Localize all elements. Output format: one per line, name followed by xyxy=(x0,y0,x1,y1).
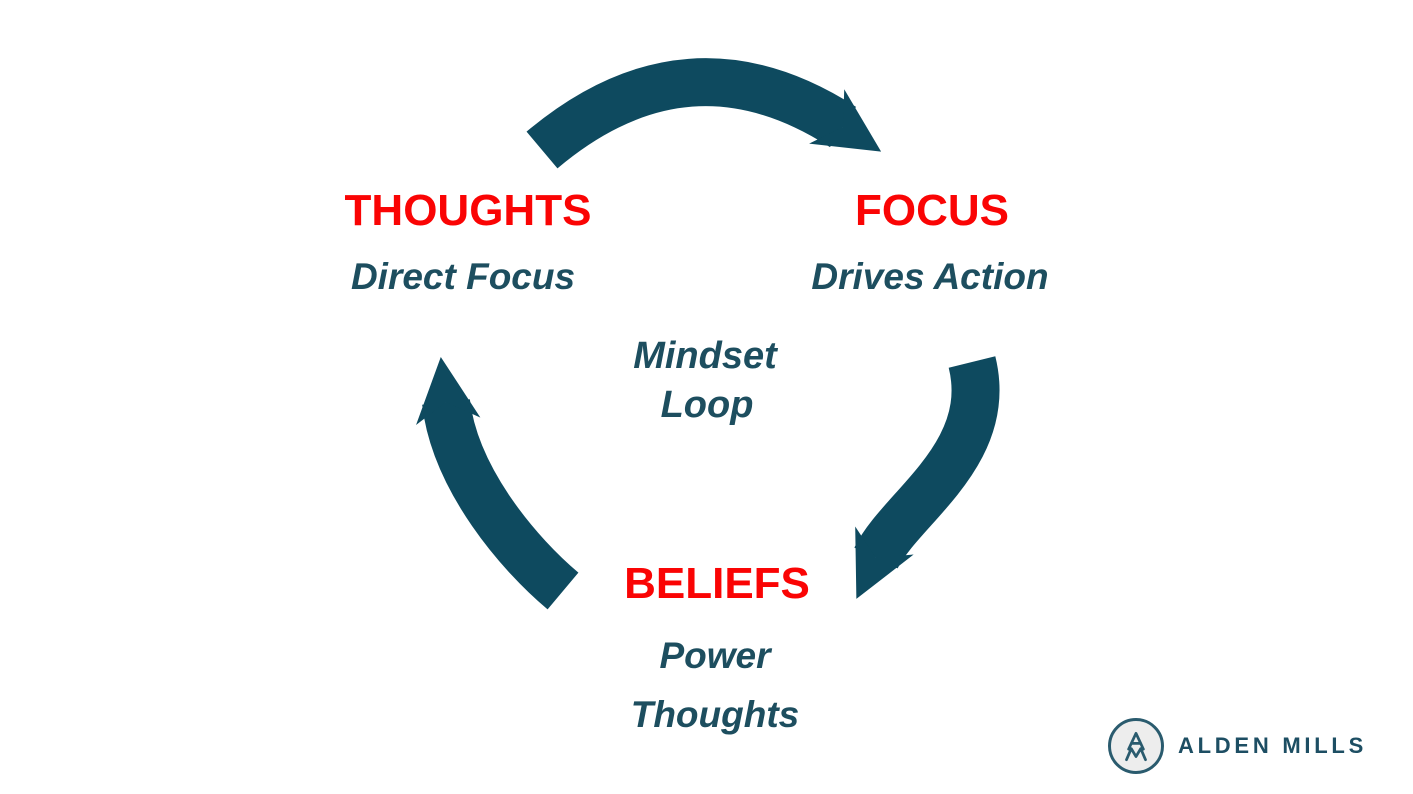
arrow-beliefs-to-thoughts-icon xyxy=(416,356,579,610)
arrow-focus-to-beliefs-icon xyxy=(854,356,1000,599)
alden-mills-logo: ALDEN MILLS xyxy=(1108,718,1367,774)
logo-circle xyxy=(1108,718,1164,774)
center-label-line2: Loop xyxy=(660,384,754,426)
beliefs-subtitle-line2: Thoughts xyxy=(630,694,800,735)
arrow-thoughts-to-focus-icon xyxy=(526,58,882,169)
center-label-line1: Mindset xyxy=(633,335,777,377)
alden-mills-monogram-icon xyxy=(1125,731,1147,762)
beliefs-title: BELIEFS xyxy=(624,559,810,608)
logo-brand-text: ALDEN MILLS xyxy=(1178,733,1368,758)
thoughts-subtitle: Direct Focus xyxy=(350,256,576,297)
focus-subtitle: Drives Action xyxy=(811,256,1049,297)
thoughts-title: THOUGHTS xyxy=(344,186,592,235)
beliefs-subtitle-line1: Power xyxy=(659,635,771,676)
focus-title: FOCUS xyxy=(855,186,1009,235)
